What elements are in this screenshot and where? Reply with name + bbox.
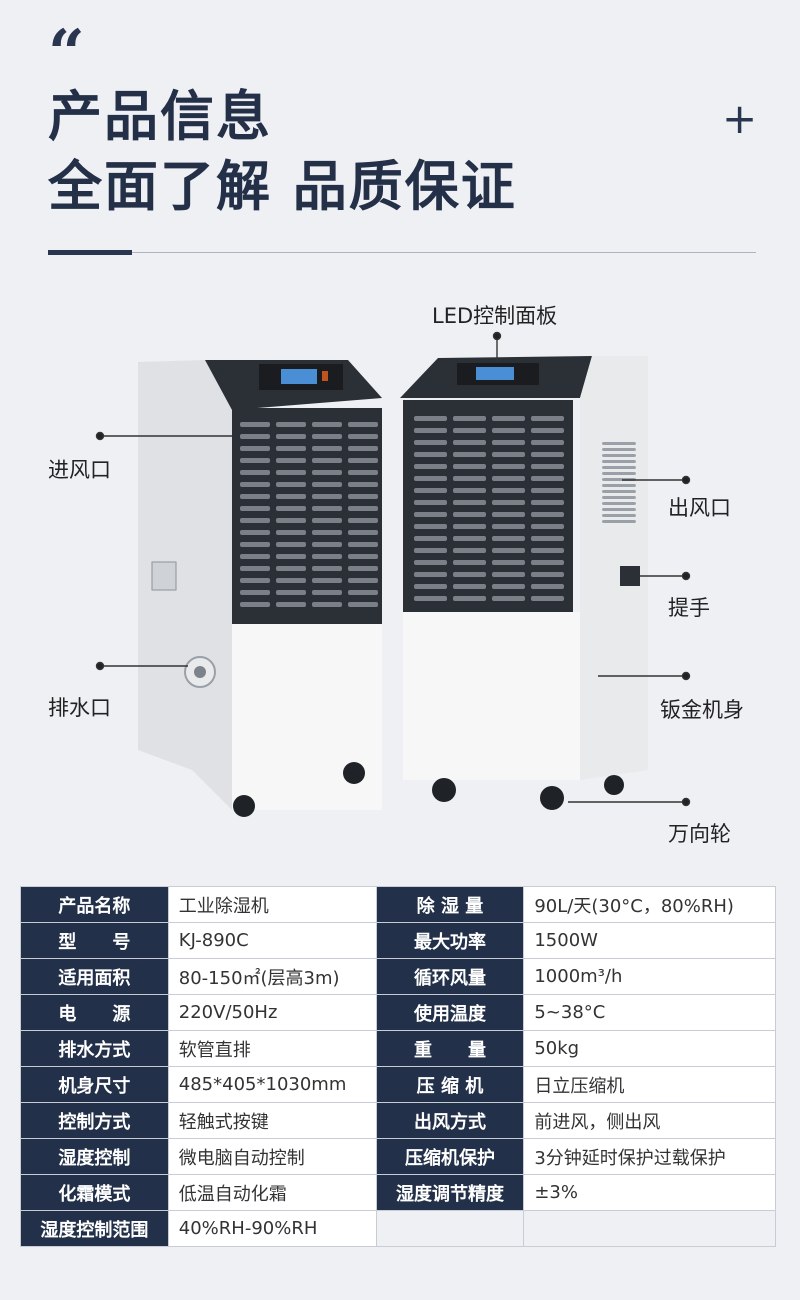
spec-value: 前进风，侧出风 (523, 1102, 776, 1139)
callout-handle: 提手 (668, 596, 710, 620)
spec-label: 产品名称 (20, 886, 169, 923)
spec-value: 90L/天(30°C，80%RH) (523, 886, 776, 923)
divider (48, 252, 756, 253)
spec-value: 轻触式按键 (167, 1102, 377, 1139)
spec-label: 型 号 (20, 922, 169, 959)
spec-label: 适用面积 (20, 958, 169, 995)
spec-value: KJ-890C (167, 922, 377, 959)
spec-label: 湿度调节精度 (375, 1174, 525, 1211)
unit-left (138, 360, 382, 817)
callout-air-inlet: 进风口 (48, 458, 111, 482)
spec-empty-cell (523, 1210, 776, 1247)
spec-value: 220V/50Hz (167, 994, 377, 1031)
unit-right (400, 356, 648, 810)
quote-mark: “ (48, 16, 85, 91)
spec-row: 化霜模式低温自动化霜湿度调节精度±3% (20, 1174, 776, 1211)
spec-label: 控制方式 (20, 1102, 169, 1139)
spec-value: 40%RH-90%RH (167, 1210, 377, 1247)
spec-value: 1500W (523, 922, 776, 959)
spec-value: 5~38°C (523, 994, 776, 1031)
spec-value: 工业除湿机 (167, 886, 377, 923)
spec-label: 重 量 (375, 1030, 525, 1067)
spec-label: 循环风量 (375, 958, 525, 995)
spec-label: 出风方式 (375, 1102, 525, 1139)
callout-led-panel: LED控制面板 (432, 304, 558, 328)
spec-empty-cell (375, 1210, 525, 1247)
callout-lines (95, 331, 691, 807)
spec-value: 软管直排 (167, 1030, 377, 1067)
spec-value: 50kg (523, 1030, 776, 1067)
spec-label: 最大功率 (375, 922, 525, 959)
dehumidifier-image (95, 331, 691, 817)
spec-value: 1000m³/h (523, 958, 776, 995)
callout-drain: 排水口 (48, 696, 111, 720)
product-illustration: LED控制面板 进风口 排水口 出风口 提手 钣金机身 万向轮 (0, 290, 800, 850)
callout-body: 钣金机身 (660, 698, 744, 722)
page-title: 产品信息 (48, 85, 272, 148)
spec-label: 化霜模式 (20, 1174, 169, 1211)
spec-value: 微电脑自动控制 (167, 1138, 377, 1175)
spec-value: 3分钟延时保护过载保护 (523, 1138, 776, 1175)
spec-label: 机身尺寸 (20, 1066, 169, 1103)
side-outlet-grille (602, 442, 636, 523)
spec-value: ±3% (523, 1174, 776, 1211)
spec-value: 低温自动化霜 (167, 1174, 377, 1211)
spec-value: 80-150㎡(层高3m) (167, 958, 377, 995)
callout-air-outlet: 出风口 (668, 496, 731, 520)
spec-row: 控制方式轻触式按键出风方式前进风，侧出风 (20, 1102, 776, 1139)
spec-label: 湿度控制范围 (20, 1210, 169, 1247)
plus-icon[interactable]: + (722, 94, 758, 143)
spec-label: 排水方式 (20, 1030, 169, 1067)
vent-grille (414, 416, 564, 601)
callout-wheels: 万向轮 (668, 822, 731, 846)
spec-label: 湿度控制 (20, 1138, 169, 1175)
spec-label: 压缩机保护 (375, 1138, 525, 1175)
spec-label: 电 源 (20, 994, 169, 1031)
spec-value: 485*405*1030mm (167, 1066, 377, 1103)
vent-grille (240, 422, 378, 607)
spec-label: 压 缩 机 (375, 1066, 525, 1103)
spec-label: 使用温度 (375, 994, 525, 1031)
spec-value: 日立压缩机 (523, 1066, 776, 1103)
spec-label: 除 湿 量 (375, 886, 525, 923)
page-subtitle: 全面了解 品质保证 (48, 155, 517, 218)
divider-accent (48, 250, 132, 255)
